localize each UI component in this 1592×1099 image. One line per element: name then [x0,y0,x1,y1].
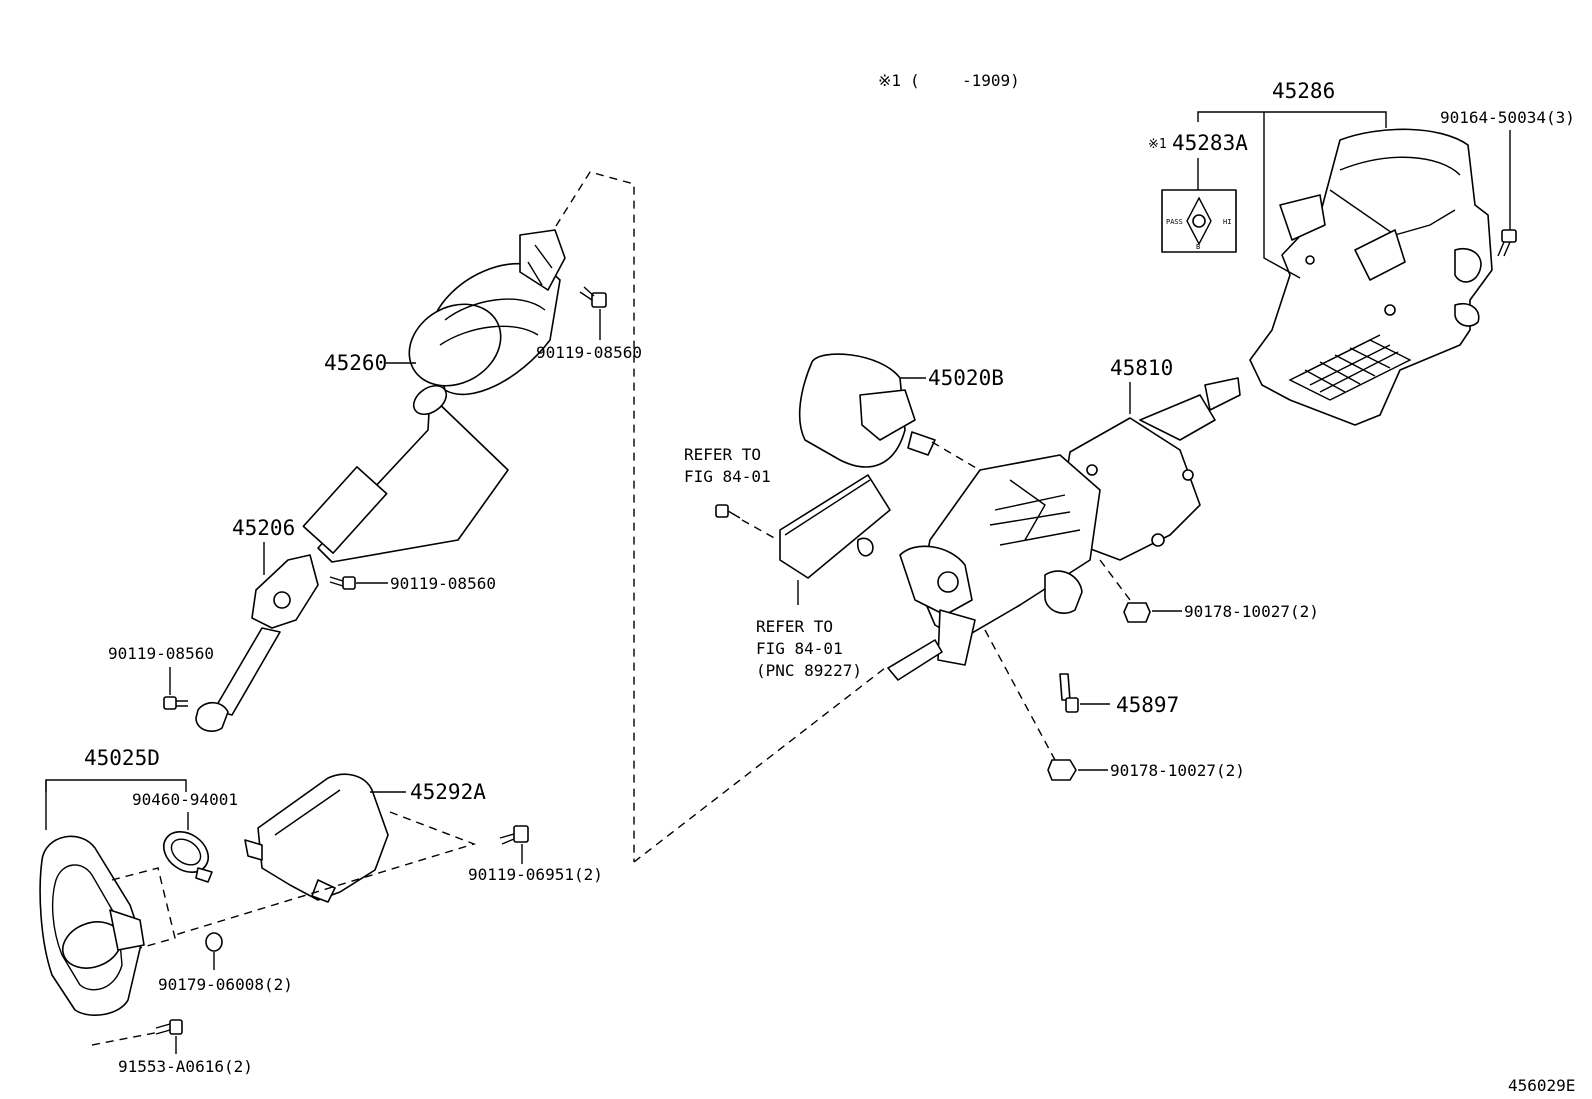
label-45283a: 45283A [1172,131,1248,155]
clamp-90460[interactable] [156,823,216,883]
boot-45025d[interactable] [39,835,145,1016]
label-90119-mid: 90119-08560 [390,574,496,593]
switch-plate-bottom-text: B [1196,243,1200,251]
dashed-45292a [174,811,477,936]
label-90119-top: 90119-08560 [536,343,642,362]
refer-2-line-b: FIG 84-01 [756,639,843,658]
cover-45292a[interactable] [244,773,389,903]
module-45020b[interactable] [798,353,936,468]
label-45260: 45260 [324,351,387,375]
steering-shaft-45206[interactable] [195,554,319,732]
dashed-link-column [633,667,886,863]
leader-45286-stem [1263,112,1301,279]
label-90179: 90179-06008(2) [158,975,293,994]
label-90119-06951: 90119-06951(2) [468,865,603,884]
nut-90178-a[interactable] [1123,602,1151,623]
switch-plate-right-text: HI [1223,218,1231,226]
label-90119-left: 90119-08560 [108,644,214,663]
nut-90178-b[interactable] [1047,759,1077,781]
note-open: ( [910,71,920,90]
note-range: -1909) [962,71,1020,90]
dashed-refer-1 [741,519,779,541]
refer-1-line-a: REFER TO [684,445,761,464]
note-mark: ※1 [878,71,901,90]
label-90178-b: 90178-10027(2) [1110,761,1245,780]
switch-plate-left-text: PASS [1166,218,1183,226]
intermediate-shaft-45260[interactable] [302,229,566,563]
dashed-45020b [931,441,989,476]
bolt-90119-06951[interactable] [499,825,529,845]
bolt-90119-top[interactable] [579,286,607,308]
bolt-91553[interactable] [155,1019,183,1035]
dashed-link-shaft [555,171,635,862]
refer-1-line-b: FIG 84-01 [684,467,771,486]
label-90460: 90460-94001 [132,790,238,809]
label-45025d: 45025D [84,746,160,770]
label-45286: 45286 [1272,79,1335,103]
label-90178-a: 90178-10027(2) [1184,602,1319,621]
bolt-90119-left[interactable] [163,696,188,710]
switch-plate-45283a[interactable]: PASS HI B [1161,189,1237,253]
leader-45286-bracket [1197,111,1387,128]
dashed-91553 [91,1031,161,1046]
bolt-45897[interactable] [1059,673,1079,713]
label-45206: 45206 [232,516,295,540]
label-91553: 91553-A0616(2) [118,1057,253,1076]
label-45292a: 45292A [410,780,486,804]
dashed-90178-a [1099,559,1131,601]
bolt-90119-mid[interactable] [329,576,356,590]
label-45810: 45810 [1110,356,1173,380]
label-45283a-mark: ※1 [1148,137,1167,152]
label-90164: 90164-50034(3) [1440,108,1575,127]
control-module-89227[interactable] [779,474,891,579]
steering-column-45810[interactable] [887,377,1241,681]
label-45897: 45897 [1116,693,1179,717]
figure-id: 456029E [1508,1076,1575,1095]
refer-2-line-a: REFER TO [756,617,833,636]
screw-refer-1[interactable] [715,504,741,519]
refer-2-line-c: (PNC 89227) [756,661,862,680]
label-45020b: 45020B [928,366,1004,390]
dashed-90178-b [984,629,1056,761]
column-cover-45286[interactable] [1249,128,1493,426]
cover-grille-pattern [1288,334,1412,401]
screw-90164[interactable] [1497,229,1517,257]
nut-90179[interactable] [205,932,223,952]
